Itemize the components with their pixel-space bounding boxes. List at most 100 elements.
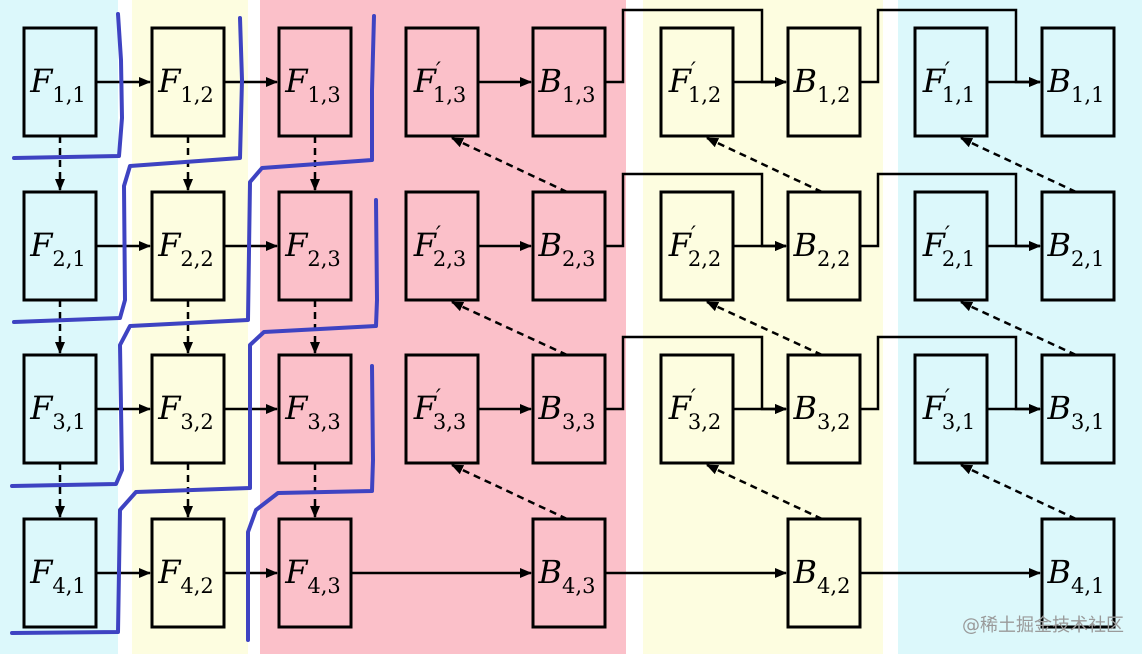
edge-B21-to-F11p (960, 136, 1077, 194)
node-sub-B33: 3,3 (562, 410, 595, 434)
node-label-F31: F3,1 (29, 389, 86, 434)
node-base-F21: F (29, 226, 54, 264)
node-base-F23: F (284, 226, 309, 264)
node-box-F31p (913, 353, 989, 465)
node-box-F42 (150, 517, 226, 629)
node-label-F41: F4,1 (29, 553, 86, 598)
node-label-F13: F1,3 (284, 62, 341, 107)
edge-B23-to-F13p (451, 136, 568, 194)
node-base-F21p: F (922, 226, 947, 264)
node-box-B32 (786, 353, 862, 465)
edges (55, 8, 1077, 578)
node-sub-B41: 4,1 (1071, 574, 1104, 598)
node-label-B22: B2,2 (793, 226, 851, 271)
node-F22p: F′2,2 (659, 190, 735, 302)
node-sub-F12: 1,2 (180, 83, 213, 107)
node-label-B41: B4,1 (1047, 553, 1105, 598)
node-box-F11 (22, 26, 98, 138)
node-box-B13 (531, 26, 607, 138)
node-label-B42: B4,2 (793, 553, 851, 598)
node-F12: F1,2 (150, 26, 226, 138)
node-prime-F12p: ′ (691, 59, 696, 84)
node-base-F31: F (29, 389, 54, 427)
node-base-F22p: F (668, 226, 693, 264)
node-F11p: F′1,1 (913, 26, 989, 138)
edge-B32-to-F22p (706, 300, 823, 357)
node-box-F13p (404, 26, 480, 138)
node-sub-F42: 4,2 (180, 574, 213, 598)
node-label-F23: F2,3 (284, 226, 341, 271)
node-F23: F2,3 (277, 190, 353, 302)
node-box-F22 (150, 190, 226, 302)
node-label-F12p: F′1,2 (668, 59, 722, 107)
node-sub-F11p: 1,1 (942, 83, 975, 107)
edge-B33-to-F23p (451, 300, 568, 357)
blue-boundary-5 (246, 364, 375, 642)
node-base-F33: F (284, 389, 309, 427)
node-label-F13p: F′1,3 (413, 59, 467, 107)
node-prime-F33p: ′ (436, 386, 441, 411)
node-label-B23: B2,3 (538, 226, 596, 271)
node-box-F32p (659, 353, 735, 465)
node-base-B33: B (538, 389, 563, 427)
node-label-F22p: F′2,2 (668, 223, 722, 271)
node-label-F31p: F′3,1 (922, 386, 976, 434)
node-prime-F13p: ′ (436, 59, 441, 84)
node-base-F32: F (157, 389, 182, 427)
node-sub-F11: 1,1 (52, 83, 85, 107)
node-sub-B11: 1,1 (1071, 83, 1104, 107)
node-base-B22: B (793, 226, 818, 264)
node-sub-B32: 3,2 (817, 410, 850, 434)
node-sub-F23p: 2,3 (433, 247, 466, 271)
node-base-F22: F (157, 226, 182, 264)
node-box-B21 (1040, 190, 1116, 302)
node-F11: F1,1 (22, 26, 98, 138)
blue-boundary-1 (12, 12, 124, 160)
node-box-F41 (22, 517, 98, 629)
node-F21: F2,1 (22, 190, 98, 302)
node-box-F23p (404, 190, 480, 302)
node-base-F41: F (29, 553, 54, 591)
node-label-F42: F4,2 (157, 553, 214, 598)
node-B23: B2,3 (531, 190, 607, 302)
edge-B31-to-F21p (960, 300, 1077, 357)
node-sub-B23: 2,3 (562, 247, 595, 271)
node-sub-F41: 4,1 (52, 574, 85, 598)
node-base-F12: F (157, 62, 182, 100)
node-F22: F2,2 (150, 190, 226, 302)
node-label-B11: B1,1 (1047, 62, 1105, 107)
node-box-F33 (277, 353, 353, 465)
node-label-B12: B1,2 (793, 62, 851, 107)
node-base-B32: B (793, 389, 818, 427)
node-B21: B2,1 (1040, 190, 1116, 302)
node-F23p: F′2,3 (404, 190, 480, 302)
node-label-F21p: F′2,1 (922, 223, 976, 271)
node-B22: B2,2 (786, 190, 862, 302)
node-sub-B12: 1,2 (817, 83, 850, 107)
node-F12p: F′1,2 (659, 26, 735, 138)
node-sub-F13p: 1,3 (433, 83, 466, 107)
node-prime-F31p: ′ (945, 386, 950, 411)
node-sub-F31p: 3,1 (942, 410, 975, 434)
node-F33: F3,3 (277, 353, 353, 465)
node-F31: F3,1 (22, 353, 98, 465)
node-sub-B43: 4,3 (562, 574, 595, 598)
node-B42: B4,2 (786, 517, 862, 629)
node-F32p: F′3,2 (659, 353, 735, 465)
node-prime-F32p: ′ (691, 386, 696, 411)
node-base-F43: F (284, 553, 309, 591)
node-prime-F21p: ′ (945, 223, 950, 248)
node-B12: B1,2 (786, 26, 862, 138)
node-B13: B1,3 (531, 26, 607, 138)
node-label-F32p: F′3,2 (668, 386, 722, 434)
node-box-F12 (150, 26, 226, 138)
node-sub-B42: 4,2 (817, 574, 850, 598)
node-B43: B4,3 (531, 517, 607, 629)
node-F13: F1,3 (277, 26, 353, 138)
node-box-B31 (1040, 353, 1116, 465)
node-base-B13: B (538, 62, 563, 100)
node-sub-B22: 2,2 (817, 247, 850, 271)
node-label-B13: B1,3 (538, 62, 596, 107)
node-base-F13: F (284, 62, 309, 100)
